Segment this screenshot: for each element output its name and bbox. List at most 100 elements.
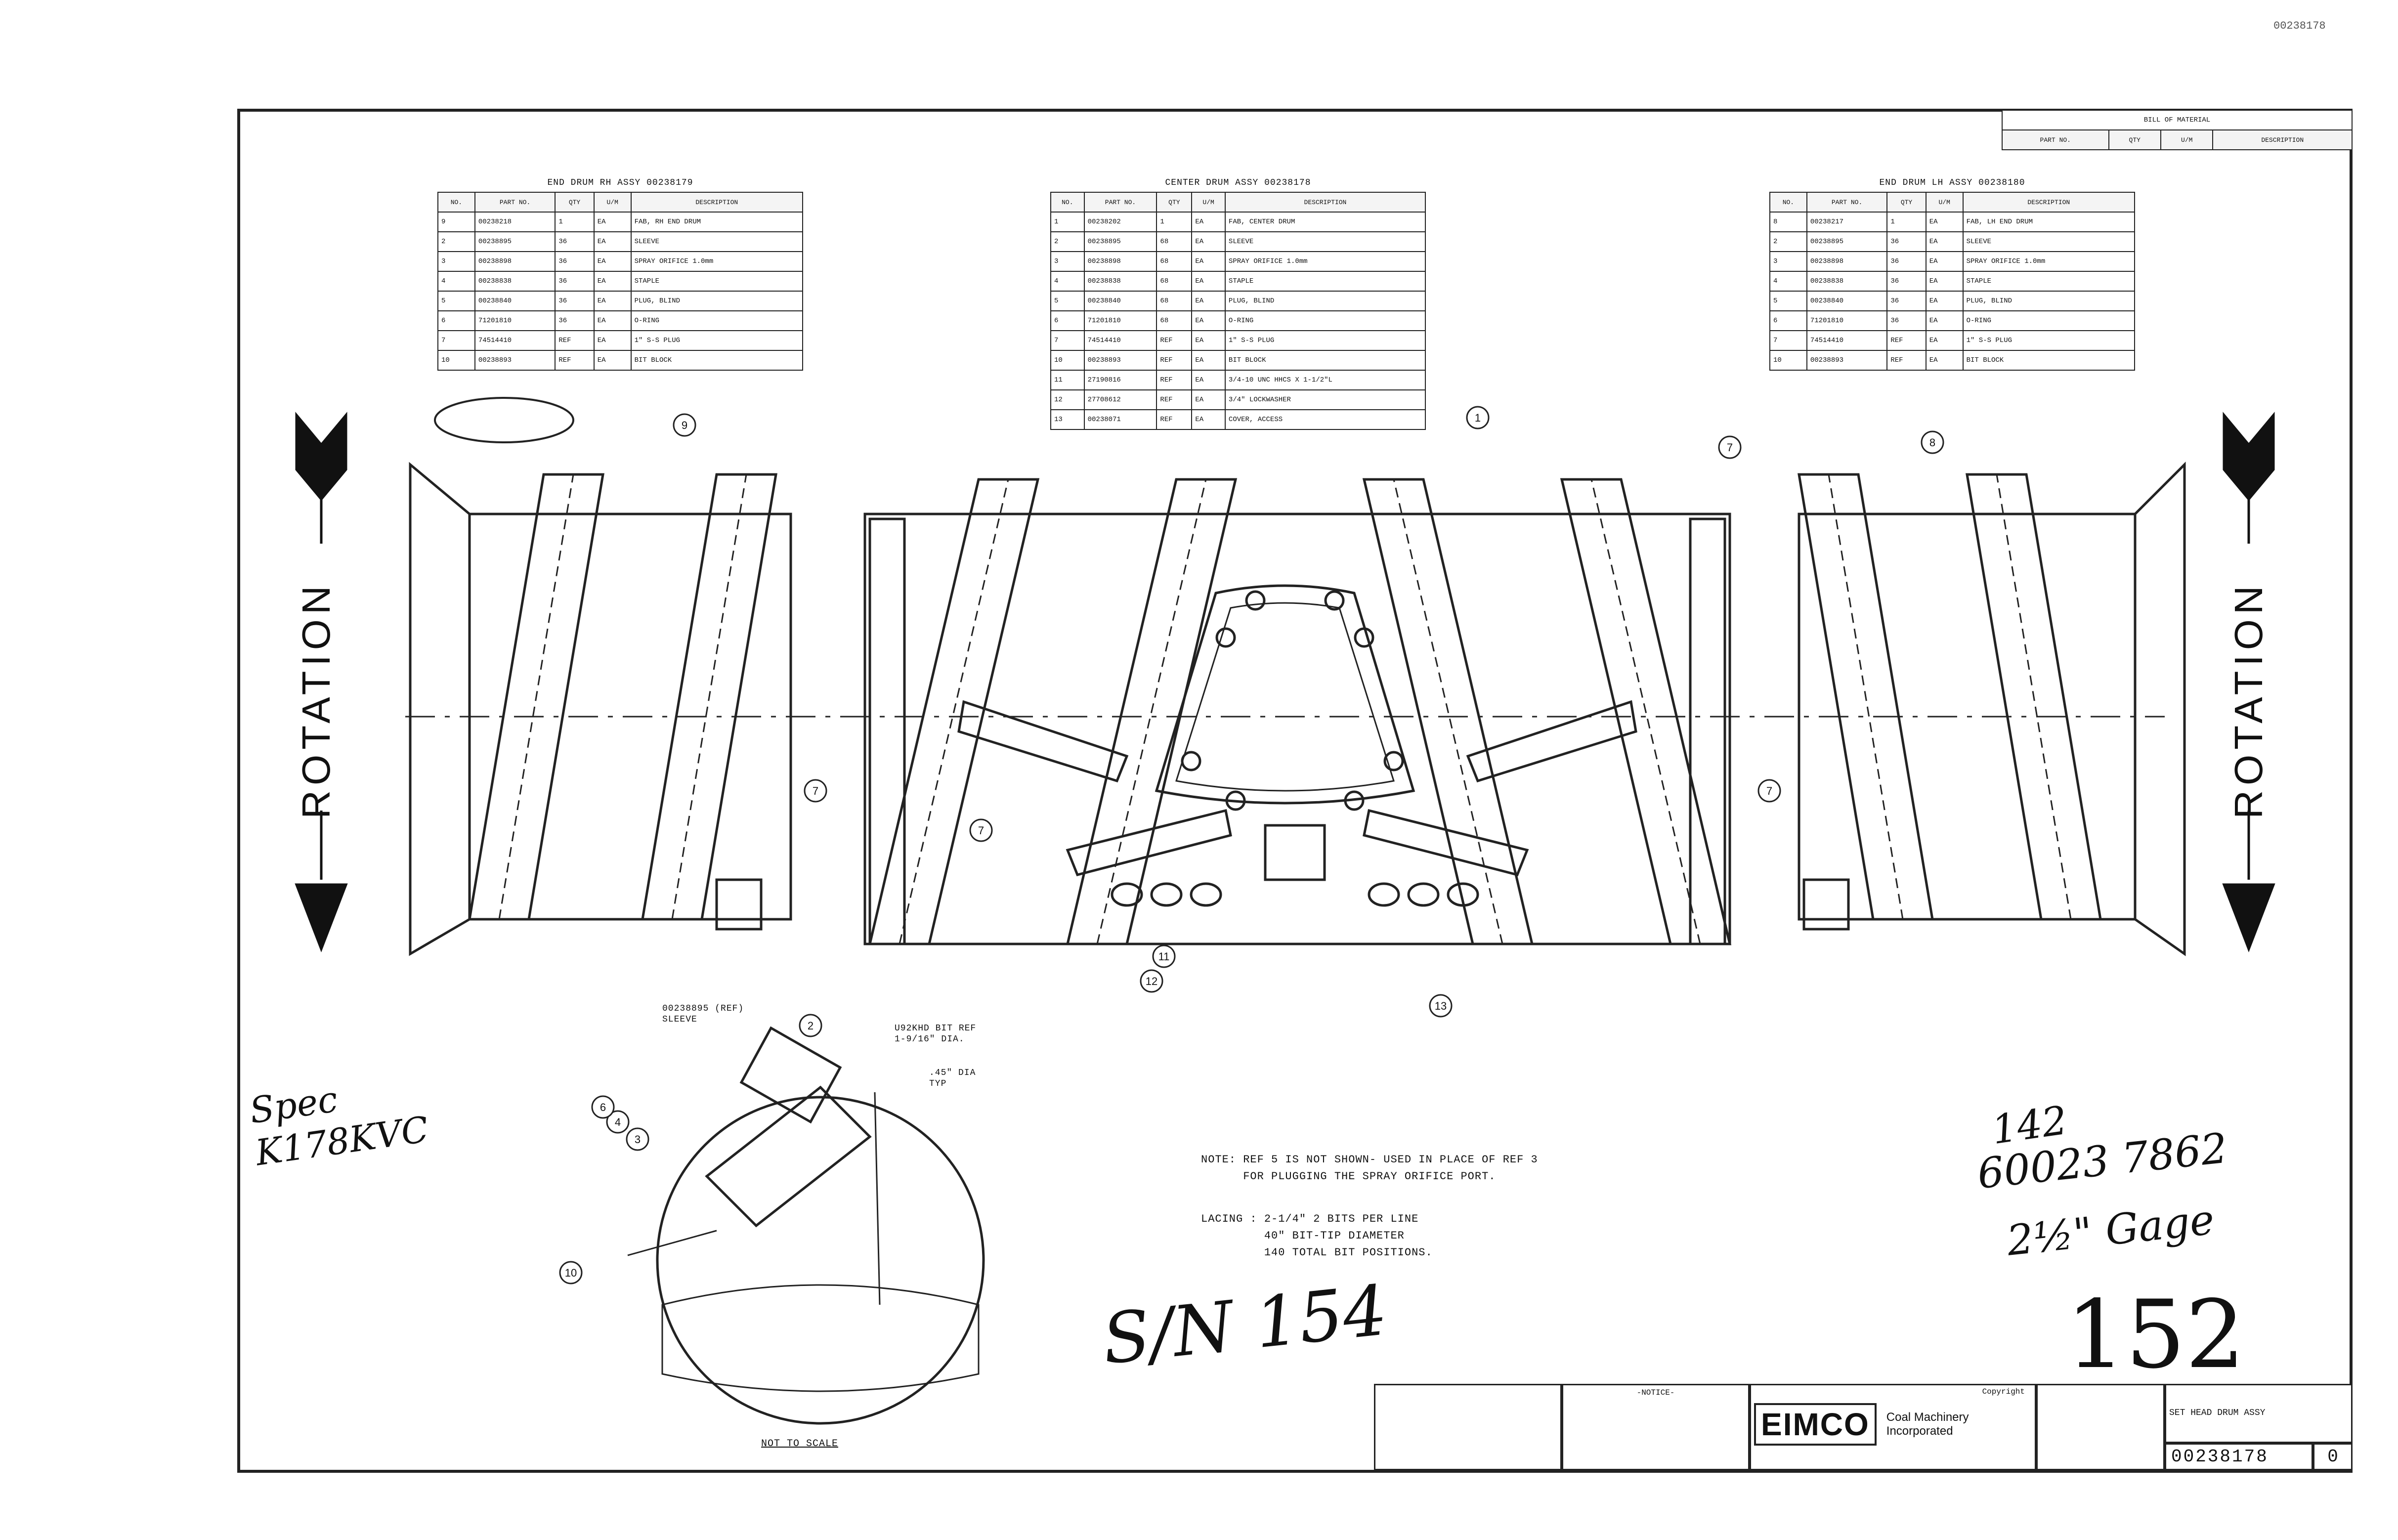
table-cell: EA bbox=[1191, 310, 1226, 331]
balloon-7: 7 bbox=[1766, 785, 1772, 797]
end-drum-rh bbox=[409, 462, 792, 956]
table-cell: 2 bbox=[1050, 231, 1085, 252]
center-drum-table: CENTER DRUM ASSY 00238178 NO. PART NO. Q… bbox=[1050, 178, 1426, 430]
table-cell: SPRAY ORIFICE 1.0mm bbox=[1962, 251, 2136, 272]
table-cell: EA bbox=[593, 231, 632, 252]
table-cell: SLEEVE bbox=[1224, 231, 1426, 252]
table-cell: 00238893 bbox=[1083, 350, 1157, 371]
table-cell: 3/4" LOCKWASHER bbox=[1224, 389, 1426, 410]
balloon-7: 7 bbox=[978, 824, 984, 837]
center-drum bbox=[863, 478, 1732, 945]
end-drum-lh bbox=[1798, 461, 2186, 956]
table-cell: 3/4-10 UNC HHCS X 1-1/2"L bbox=[1224, 370, 1426, 390]
table-cell: 36 bbox=[555, 271, 595, 292]
table-cell: 11 bbox=[1050, 370, 1085, 390]
drawing-number-box: 00238178 bbox=[2165, 1443, 2313, 1470]
table-cell: REF bbox=[555, 330, 595, 351]
bit-detail-view bbox=[627, 1026, 985, 1425]
table-cell: 00238898 bbox=[1806, 251, 1888, 272]
company-logo: EIMCO bbox=[1754, 1403, 1877, 1446]
table-cell: REF bbox=[1156, 350, 1193, 371]
table-cell: 5 bbox=[437, 291, 475, 311]
sleeve-label: 00238895 (REF) SLEEVE bbox=[662, 1004, 744, 1025]
table-cell: 71201810 bbox=[1806, 310, 1888, 331]
note-ref5: NOTE: REF 5 IS NOT SHOWN- USED IN PLACE … bbox=[1201, 1154, 1538, 1183]
drawing-frame bbox=[237, 109, 2353, 1473]
table-cell: 1" S-S PLUG bbox=[630, 330, 804, 351]
table-cell: FAB, RH END DRUM bbox=[630, 212, 804, 232]
table-cell: 00238840 bbox=[1083, 291, 1157, 311]
table-cell: 00238838 bbox=[1083, 271, 1157, 292]
company-subtitle: Coal Machinery Incorporated bbox=[1886, 1411, 1969, 1438]
bit-label: U92KHD BIT REF 1-9/16" DIA. bbox=[895, 1024, 977, 1044]
table-cell: 1 bbox=[1156, 212, 1193, 232]
balloon-2: 2 bbox=[808, 1020, 814, 1032]
table-cell: 5 bbox=[1050, 291, 1085, 311]
balloon-8: 8 bbox=[1929, 436, 1935, 449]
table-cell: BIT BLOCK bbox=[1962, 350, 2136, 371]
table-cell: EA bbox=[1925, 271, 1964, 292]
table-cell: 00238218 bbox=[474, 212, 556, 232]
bom-title: BILL OF MATERIAL bbox=[2002, 110, 2353, 130]
table-cell: EA bbox=[1191, 291, 1226, 311]
table-cell: 4 bbox=[1050, 271, 1085, 292]
center-drum-title: CENTER DRUM ASSY 00238178 bbox=[1165, 178, 1311, 188]
table-cell: 00238838 bbox=[474, 271, 556, 292]
table-cell: EA bbox=[1191, 409, 1226, 430]
table-cell: 71201810 bbox=[1083, 310, 1157, 331]
handwritten-big-number: 152 bbox=[2066, 1280, 2245, 1389]
table-cell: BIT BLOCK bbox=[630, 350, 804, 371]
table-cell: 00238895 bbox=[474, 231, 556, 252]
table-cell: 8 bbox=[1769, 212, 1807, 232]
table-cell: EA bbox=[593, 251, 632, 272]
col-no: NO. bbox=[1050, 192, 1085, 213]
table-cell: 36 bbox=[555, 231, 595, 252]
bom-col-qty: QTY bbox=[2108, 129, 2161, 150]
drawing-title-box: SET HEAD DRUM ASSY bbox=[2165, 1384, 2353, 1443]
balloon-1: 1 bbox=[1475, 412, 1481, 424]
balloon-12: 12 bbox=[1146, 975, 1157, 987]
table-cell: BIT BLOCK bbox=[1224, 350, 1426, 371]
notice-box: -NOTICE- bbox=[1562, 1384, 1750, 1470]
table-cell: SLEEVE bbox=[630, 231, 804, 252]
table-cell: EA bbox=[593, 271, 632, 292]
note-lacing: LACING : 2-1/4" 2 BITS PER LINE 40" BIT-… bbox=[1201, 1213, 1433, 1259]
table-cell: 3 bbox=[1769, 251, 1807, 272]
table-cell: 4 bbox=[437, 271, 475, 292]
end-drum-lh-table: END DRUM LH ASSY 00238180 NO. PART NO. Q… bbox=[1769, 178, 2136, 371]
table-cell: EA bbox=[1925, 350, 1964, 371]
end-drum-rh-title: END DRUM RH ASSY 00238179 bbox=[547, 178, 693, 188]
table-cell: COVER, ACCESS bbox=[1224, 409, 1426, 430]
table-cell: 71201810 bbox=[474, 310, 556, 331]
approval-box bbox=[2036, 1384, 2165, 1470]
table-cell: 7 bbox=[1050, 330, 1085, 351]
table-cell: EA bbox=[593, 291, 632, 311]
table-cell: SPRAY ORIFICE 1.0mm bbox=[1224, 251, 1426, 272]
table-cell: STAPLE bbox=[1224, 271, 1426, 292]
table-cell: EA bbox=[1191, 231, 1226, 252]
table-cell: 12 bbox=[1050, 389, 1085, 410]
table-cell: EA bbox=[1925, 212, 1964, 232]
col-part: PART NO. bbox=[1806, 192, 1888, 213]
table-cell: 74514410 bbox=[1806, 330, 1888, 351]
table-cell: REF bbox=[1156, 409, 1193, 430]
table-cell: 1 bbox=[1050, 212, 1085, 232]
table-cell: 00238895 bbox=[1806, 231, 1888, 252]
balloon-7: 7 bbox=[1727, 441, 1733, 454]
table-cell: PLUG, BLIND bbox=[630, 291, 804, 311]
table-cell: EA bbox=[1191, 350, 1226, 371]
